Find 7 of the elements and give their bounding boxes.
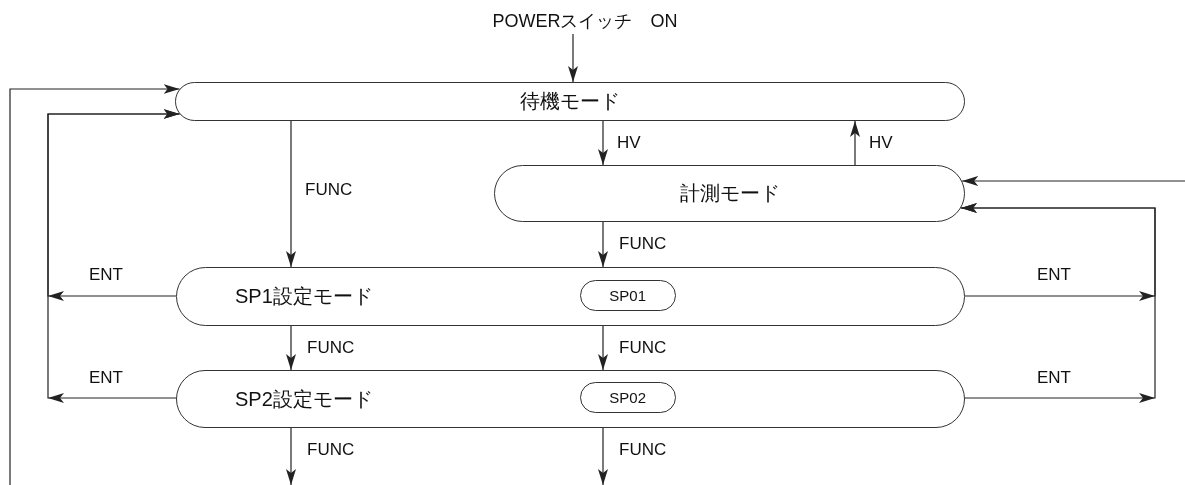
value-label: SP01 xyxy=(609,286,647,304)
value-label: SP02 xyxy=(609,388,647,406)
mode-label: 計測モード xyxy=(679,181,780,206)
mode-label: SP1設定モード xyxy=(235,284,373,309)
start-condition-text: POWERスイッチ ON xyxy=(492,10,678,33)
mode-label: SP2設定モード xyxy=(235,386,373,412)
mode-label: 待機モード xyxy=(520,89,620,114)
